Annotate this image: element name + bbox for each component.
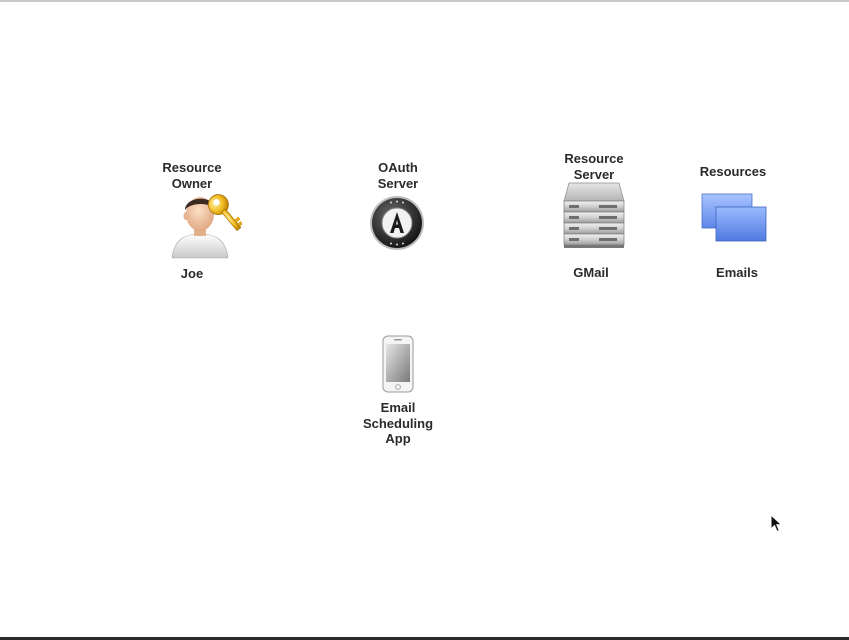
oauth-logo-icon [370, 196, 424, 250]
resource-owner-name-label: Joe [180, 266, 204, 281]
smartphone-icon [382, 335, 414, 393]
bottom-divider [0, 637, 849, 640]
stacked-documents-icon [701, 193, 767, 242]
resources-name-label: Emails [716, 265, 758, 280]
top-divider [0, 0, 849, 2]
resource-owner-role-label: Resource Owner [162, 160, 222, 191]
resource-server-name-label: GMail [573, 265, 609, 280]
resource-server-role-label: Resource Server [564, 151, 624, 182]
mouse-pointer-icon [770, 514, 783, 533]
server-rack-icon [563, 182, 625, 248]
client-app-name-label: Email Scheduling App [362, 400, 434, 446]
person-with-key-icon [171, 194, 242, 259]
oauth-server-role-label: OAuth Server [377, 160, 419, 191]
resources-role-label: Resources [699, 164, 767, 179]
